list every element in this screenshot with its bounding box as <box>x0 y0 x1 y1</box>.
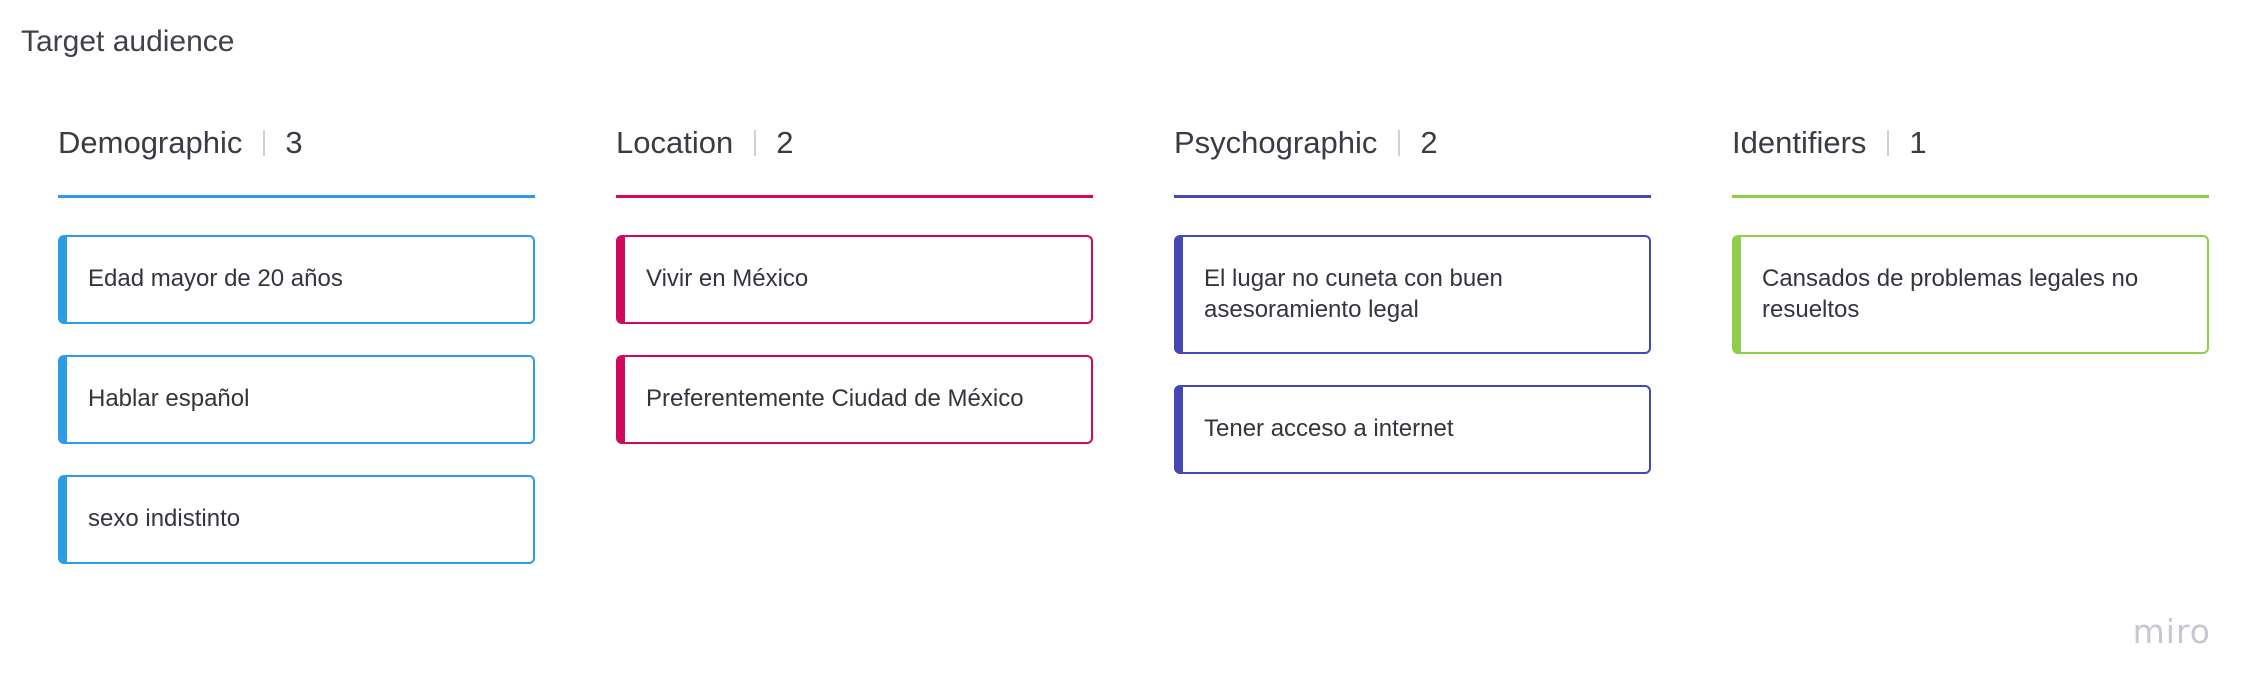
column-separator <box>1398 130 1401 156</box>
column-identifiers: Identifiers 1 Cansados de problemas lega… <box>1732 122 2209 354</box>
card-list: Edad mayor de 20 años Hablar español sex… <box>58 235 535 595</box>
card[interactable]: El lugar no cuneta con buen asesoramient… <box>1174 235 1651 354</box>
column-header[interactable]: Location 2 <box>616 122 1093 164</box>
column-underline <box>1174 195 1651 198</box>
card[interactable]: Tener acceso a internet <box>1174 385 1651 474</box>
column-header[interactable]: Identifiers 1 <box>1732 122 2209 164</box>
column-separator <box>263 130 266 156</box>
card[interactable]: Hablar español <box>58 355 535 444</box>
card[interactable]: sexo indistinto <box>58 475 535 564</box>
column-count: 2 <box>776 125 794 160</box>
column-underline <box>58 195 535 198</box>
column-location: Location 2 Vivir en México Preferentemen… <box>616 122 1093 444</box>
board-title: Target audience <box>21 25 235 58</box>
column-count: 3 <box>285 125 303 160</box>
card-list: Vivir en México Preferentemente Ciudad d… <box>616 235 1093 475</box>
column-header[interactable]: Psychographic 2 <box>1174 122 1651 164</box>
column-title: Demographic <box>58 125 243 160</box>
column-demographic: Demographic 3 Edad mayor de 20 años Habl… <box>58 122 535 564</box>
card[interactable]: Cansados de problemas legales no resuelt… <box>1732 235 2209 354</box>
card[interactable]: Edad mayor de 20 años <box>58 235 535 324</box>
column-title: Psychographic <box>1174 125 1378 160</box>
column-title: Identifiers <box>1732 125 1867 160</box>
column-header[interactable]: Demographic 3 <box>58 122 535 164</box>
column-count: 2 <box>1420 125 1438 160</box>
column-count: 1 <box>1909 125 1927 160</box>
miro-logo: miro <box>2132 612 2211 651</box>
column-psychographic: Psychographic 2 El lugar no cuneta con b… <box>1174 122 1651 474</box>
card-list: El lugar no cuneta con buen asesoramient… <box>1174 235 1651 505</box>
card[interactable]: Vivir en México <box>616 235 1093 324</box>
column-underline <box>616 195 1093 198</box>
card[interactable]: Preferentemente Ciudad de México <box>616 355 1093 444</box>
column-title: Location <box>616 125 734 160</box>
column-separator <box>1887 130 1890 156</box>
column-underline <box>1732 195 2209 198</box>
card-list: Cansados de problemas legales no resuelt… <box>1732 235 2209 385</box>
column-separator <box>754 130 757 156</box>
